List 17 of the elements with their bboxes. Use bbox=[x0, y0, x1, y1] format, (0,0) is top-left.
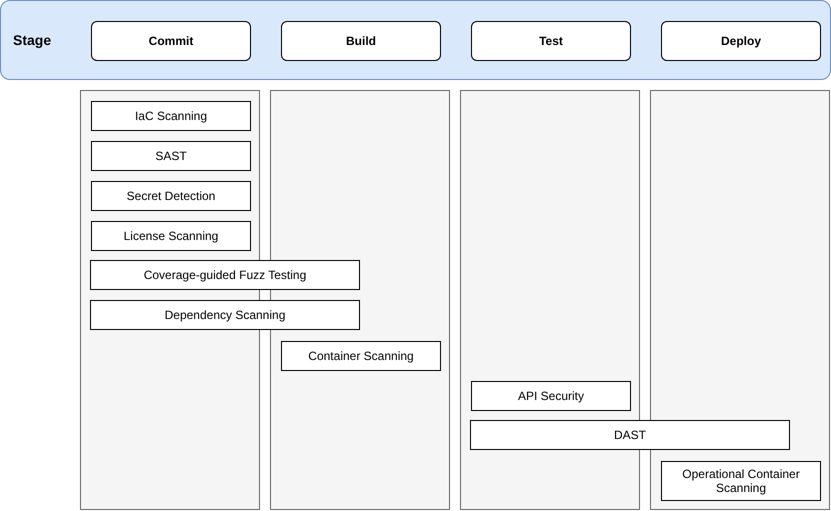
stage-box: Commit bbox=[91, 21, 251, 61]
stage-header-band bbox=[0, 0, 831, 80]
scan-box: SAST bbox=[91, 141, 251, 171]
scan-box: Secret Detection bbox=[91, 181, 251, 211]
stage-box: Test bbox=[471, 21, 631, 61]
lane-panel bbox=[650, 90, 830, 510]
scan-box: DAST bbox=[470, 420, 790, 450]
scan-box: Dependency Scanning bbox=[90, 300, 360, 330]
stage-box: Build bbox=[281, 21, 441, 61]
scan-box: API Security bbox=[471, 381, 631, 411]
scan-box: License Scanning bbox=[91, 221, 251, 251]
scan-box: IaC Scanning bbox=[91, 101, 251, 131]
scan-box: Coverage-guided Fuzz Testing bbox=[90, 260, 360, 290]
scan-box: Container Scanning bbox=[281, 341, 441, 371]
scan-box: Operational Container Scanning bbox=[661, 461, 821, 501]
stage-box: Deploy bbox=[661, 21, 821, 61]
stage-label: Stage bbox=[13, 32, 52, 48]
